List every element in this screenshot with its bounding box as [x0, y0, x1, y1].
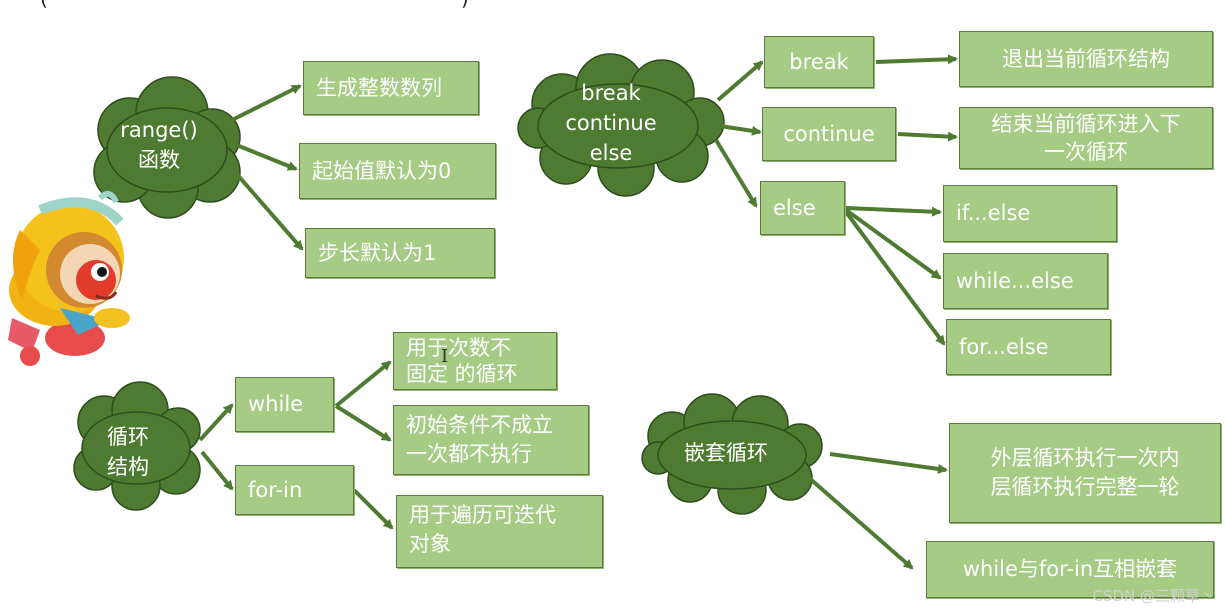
- continue-node: continue: [762, 107, 896, 161]
- break-node: break: [764, 36, 874, 88]
- cloud-range-label: range()函数: [120, 118, 198, 172]
- range-item-step: 步长默认为1: [305, 228, 495, 278]
- else-node: else: [760, 181, 845, 235]
- cloud-control: [517, 53, 725, 197]
- cropped-heading-fragment: ( ): [40, 0, 469, 10]
- while-node: while: [235, 377, 334, 432]
- while-item-indefinite: 用于次数不固定 的循环: [393, 332, 557, 390]
- else-item-for: for...else: [946, 319, 1111, 375]
- nested-item-inner-full: 外层循环执行一次内层循环执行完整一轮: [949, 423, 1221, 523]
- cloud-nested-label: 嵌套循环: [684, 441, 768, 465]
- continue-desc: 结束当前循环进入下一次循环: [959, 107, 1213, 169]
- connector-arrows: [198, 54, 958, 570]
- range-item-sequence: 生成整数数列: [303, 61, 479, 115]
- else-item-while: while...else: [943, 253, 1108, 309]
- for-in-node: for-in: [235, 465, 354, 515]
- cloud-nested: [641, 393, 823, 515]
- monkey-mascot-illustration: [8, 190, 130, 366]
- watermark: CSDN @三颗草丶: [1092, 587, 1215, 605]
- while-item-initial-false: 初始条件不成立一次都不执行: [393, 405, 589, 475]
- text-cursor-icon: I: [441, 346, 449, 367]
- else-item-if: if...else: [943, 185, 1117, 242]
- for-in-desc: 用于遍历可迭代对象: [396, 495, 603, 568]
- cloud-range: [93, 76, 241, 219]
- cloud-loop: [73, 381, 201, 511]
- cloud-loop-label: 循环结构: [107, 425, 149, 479]
- nested-item-while-for: while与for-in互相嵌套: [926, 541, 1214, 598]
- break-desc: 退出当前循环结构: [959, 31, 1213, 87]
- range-item-start: 起始值默认为0: [299, 143, 496, 199]
